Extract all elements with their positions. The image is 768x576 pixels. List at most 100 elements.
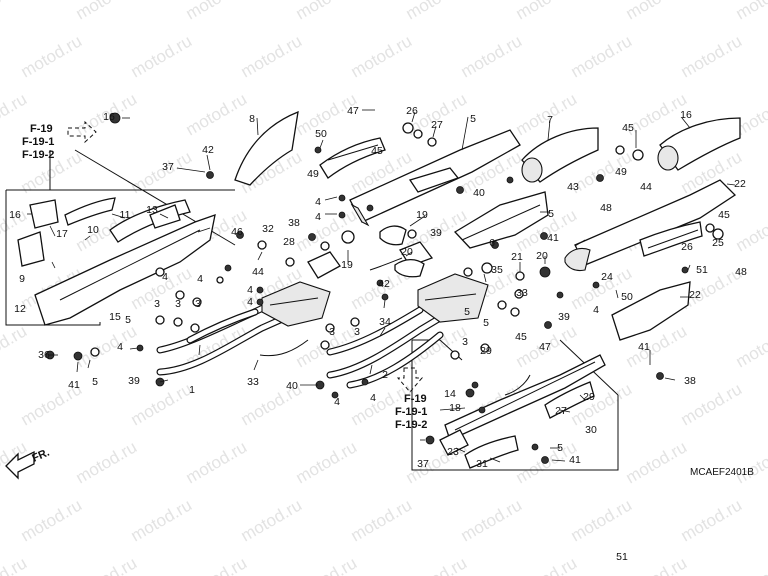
part-number-19: 19 — [416, 209, 428, 221]
part-number-5: 5 — [125, 314, 131, 326]
part-number-13: 13 — [146, 204, 158, 216]
part-number-39: 39 — [558, 311, 570, 323]
part-number-49: 49 — [307, 168, 319, 180]
part-number-3: 3 — [195, 298, 201, 310]
watermark-text: motod.ru — [183, 437, 251, 487]
part-number-5: 5 — [92, 376, 98, 388]
heat-shields — [34, 110, 299, 326]
part-number-3: 3 — [175, 298, 181, 310]
part-number-47: 47 — [539, 341, 551, 353]
part-number-29: 29 — [480, 345, 492, 357]
watermark-text: motod.ru — [0, 553, 30, 576]
part-number-10: 10 — [87, 224, 99, 236]
part-number-41: 41 — [547, 232, 559, 244]
part-number-37: 37 — [162, 161, 174, 173]
watermark-text: motod.ru — [403, 0, 471, 23]
part-number-4: 4 — [117, 341, 123, 353]
watermark-text: motod.ru — [293, 553, 361, 576]
part-number-5: 5 — [557, 442, 563, 454]
watermark-text: motod.ru — [733, 553, 768, 576]
part-number-1: 1 — [189, 384, 195, 396]
watermark-text: motod.ru — [623, 553, 691, 576]
part-number-45: 45 — [515, 331, 527, 343]
part-number-26: 26 — [681, 241, 693, 253]
watermark-text: motod.ru — [73, 0, 141, 23]
watermark-text: motod.ru — [0, 89, 30, 139]
part-number-44: 44 — [640, 181, 652, 193]
part-number-37: 37 — [417, 458, 429, 470]
part-number-42: 42 — [378, 278, 390, 290]
watermark-text: motod.ru — [73, 553, 141, 576]
part-number-4: 4 — [197, 273, 203, 285]
part-number-3: 3 — [329, 326, 335, 338]
part-number-30: 30 — [585, 424, 597, 436]
watermark-text: motod.ru — [293, 437, 361, 487]
front-label: FR. — [30, 447, 51, 465]
part-number-4: 4 — [370, 392, 376, 404]
part-number-47: 47 — [347, 105, 359, 117]
watermark-text: motod.ru — [678, 495, 746, 545]
part-number-5: 5 — [470, 113, 476, 125]
watermark-text: motod.ru — [183, 0, 251, 23]
part-number-19: 19 — [341, 259, 353, 271]
diagram-code: MCAEF2401B — [690, 467, 754, 478]
ref-group-top: F-19 F-19-1 F-19-2 — [22, 123, 54, 161]
part-number-43: 43 — [567, 181, 579, 193]
sensors — [259, 257, 531, 396]
part-number-4: 4 — [334, 396, 340, 408]
part-number-49: 49 — [615, 166, 627, 178]
part-number-21: 21 — [511, 251, 523, 263]
left-bracket — [17, 199, 59, 267]
part-number-45: 45 — [371, 145, 383, 157]
part-number-12: 12 — [14, 303, 26, 315]
part-number-38: 38 — [684, 375, 696, 387]
part-number-5: 5 — [483, 317, 489, 329]
watermark-text: motod.ru — [403, 553, 471, 576]
watermark-text: motod.ru — [348, 31, 416, 81]
part-number-48: 48 — [735, 266, 747, 278]
ref-group-bottom: F-19 F-19-1 F-19-2 — [395, 393, 427, 431]
part-number-6: 6 — [489, 237, 495, 249]
part-number-17: 17 — [56, 228, 68, 240]
ref-f19-bottom: F-19 — [404, 393, 427, 405]
part-number-3: 3 — [154, 298, 160, 310]
part-number-51: 51 — [616, 551, 628, 563]
part-number-11: 11 — [120, 209, 131, 221]
watermark-text: motod.ru — [128, 495, 196, 545]
part-number-16: 16 — [9, 209, 21, 221]
watermark-text: motod.ru — [128, 31, 196, 81]
muffler-6 — [319, 129, 521, 227]
part-number-28: 28 — [283, 236, 295, 248]
reference-arrows — [5, 120, 424, 480]
header-pipes — [156, 296, 444, 389]
part-number-50: 50 — [315, 128, 327, 140]
part-number-24: 24 — [601, 271, 613, 283]
part-number-29: 29 — [583, 391, 595, 403]
ref-f19-1-top: F-19-1 — [22, 136, 54, 148]
part-number-34: 34 — [379, 316, 391, 328]
part-number-3: 3 — [354, 326, 360, 338]
part-number-22: 22 — [734, 178, 746, 190]
watermark-text: motod.ru — [568, 495, 636, 545]
part-number-41: 41 — [569, 454, 581, 466]
part-number-16: 16 — [680, 109, 692, 121]
muffler-23 — [564, 179, 737, 272]
leader-lines — [27, 109, 736, 463]
part-number-9: 9 — [19, 273, 25, 285]
watermark-text: motod.ru — [733, 321, 768, 371]
part-number-3: 3 — [462, 336, 468, 348]
watermark-text: motod.ru — [733, 437, 768, 487]
end-caps — [521, 117, 741, 183]
part-number-4: 4 — [247, 284, 253, 296]
part-number-7: 7 — [547, 114, 553, 126]
part-number-20: 20 — [536, 250, 548, 262]
part-number-32: 32 — [262, 223, 274, 235]
part-number-50: 50 — [621, 291, 633, 303]
part-number-39: 39 — [128, 375, 140, 387]
part-number-14: 14 — [444, 388, 456, 400]
part-number-4: 4 — [315, 196, 321, 208]
part-number-44: 44 — [252, 266, 264, 278]
part-number-35: 35 — [491, 264, 503, 276]
